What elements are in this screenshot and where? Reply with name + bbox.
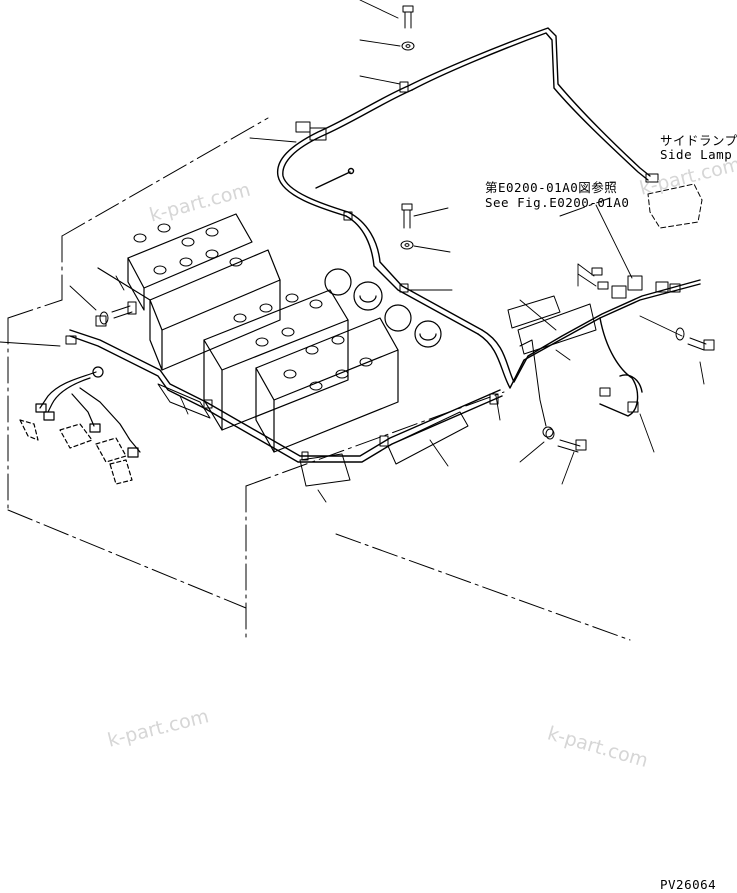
main-harness [69, 27, 701, 463]
side-lamp-label-en: Side Lamp [660, 147, 733, 162]
side-lamp-icon [645, 173, 703, 229]
lamp-cluster [324, 268, 442, 348]
reference-label-jp: 第E0200-01A0図参照 [485, 180, 618, 195]
battery-group [97, 213, 399, 453]
leader-lines [0, 0, 705, 503]
side-lamp-label-jp: サイドランプ [660, 133, 737, 148]
left-connector-bundle [19, 366, 141, 485]
drawing-number: PV26064 [660, 877, 717, 892]
brackets [65, 81, 681, 487]
reference-label-en: See Fig.E0200-01A0 [485, 195, 630, 210]
fasteners [99, 5, 715, 453]
